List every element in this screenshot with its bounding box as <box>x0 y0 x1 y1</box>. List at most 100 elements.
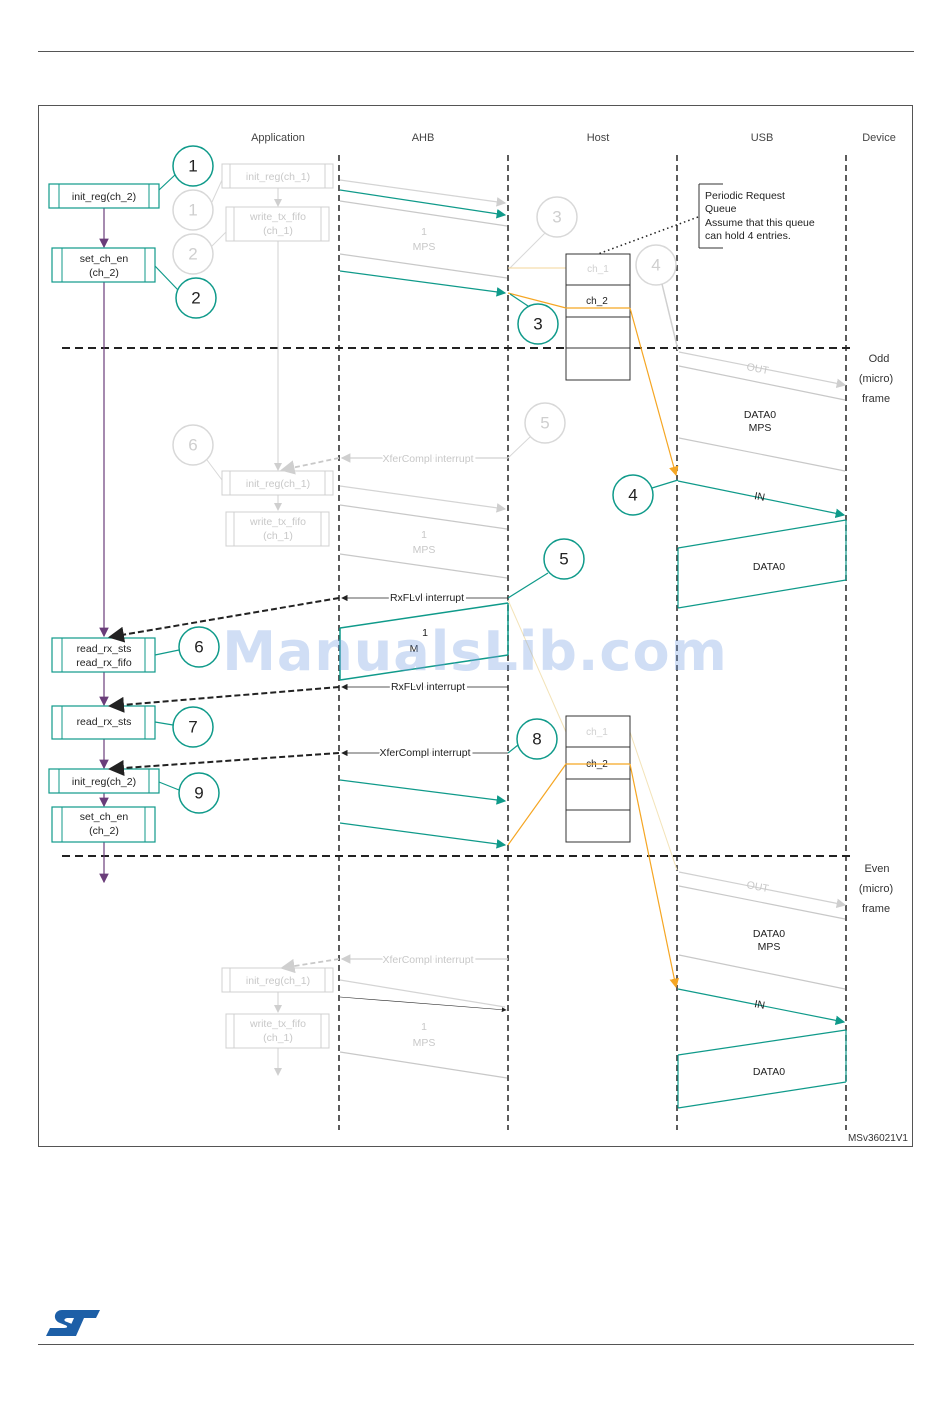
xfercompl-interrupt-label: XferCompl interrupt <box>379 747 470 759</box>
data0-in-odd-packet <box>677 519 847 609</box>
note-line-3: Assume that this queue <box>705 217 815 229</box>
ghost-mps-mid: MPS <box>413 544 436 556</box>
ghost-out-odd: OUT <box>746 361 771 377</box>
data0-in-even-packet <box>677 1029 847 1109</box>
app-box-read-rx-sts-2: read_rx_sts <box>77 716 132 728</box>
lane-label-device: Device <box>862 132 896 144</box>
ghost-step-5-circle <box>524 402 566 444</box>
step-2: 2 <box>154 265 217 319</box>
request-flow-odd <box>507 292 679 477</box>
data0-in-even-label: DATA0 <box>753 1066 785 1078</box>
app-box-set-ch-en-bottom-2: (ch_2) <box>89 825 119 837</box>
ghost-one-top: 1 <box>421 226 427 238</box>
periodic-queue-note: Periodic Request Queue Assume that this … <box>597 183 815 255</box>
ahb-init-reg-arrow-top <box>339 189 507 219</box>
step-3: 3 <box>509 293 559 345</box>
even-frame-word: frame <box>862 903 890 915</box>
rxflvl-to-app-dashed-1 <box>108 597 340 643</box>
bottom-rule <box>38 1344 914 1345</box>
ghost-step-3-circle <box>536 196 578 238</box>
diagram-frame <box>38 105 913 1147</box>
note-line-1: Periodic Request <box>705 190 785 202</box>
ghost-out-even: OUT <box>746 879 771 895</box>
app-box-read-rx-fifo: read_rx_fifo <box>76 657 132 669</box>
app-box-set-ch-en-top: set_ch_en (ch_2) <box>51 247 156 283</box>
step-7-circle <box>172 706 214 748</box>
step-6-num: 6 <box>194 638 203 657</box>
data0-even-out-label: DATA0 <box>753 928 785 940</box>
step-1-circle <box>172 145 214 187</box>
ghost-write-tx-fifo-mid-1: write_tx_fifo <box>249 516 306 528</box>
lane-label-usb: USB <box>751 132 774 144</box>
watermark: ManualsLib.com <box>222 620 728 683</box>
ghost-box-write-tx-fifo-mid <box>225 511 330 547</box>
step-5-circle <box>543 538 585 580</box>
app-box-read-rx-sts-1: read_rx_sts <box>77 643 132 655</box>
rxflvl-to-app-dashed-2 <box>108 686 340 713</box>
xfercompl-to-app-dashed <box>108 752 340 777</box>
step-8-num: 8 <box>532 730 541 749</box>
ghost-mps-bottom: MPS <box>413 1037 436 1049</box>
rxflvl-interrupt-label-2: RxFLvl interrupt <box>391 681 465 693</box>
step-5-num: 5 <box>559 550 568 569</box>
ahb-data-packet-one: 1 <box>422 627 428 639</box>
ghost-channel-1-flow: init_reg(ch_1) write_tx_fifo (ch_1) 1 2 … <box>172 163 847 1079</box>
app-box-read-rx-sts-fifo: read_rx_sts read_rx_fifo <box>51 637 156 673</box>
step-3-num: 3 <box>533 315 542 334</box>
ghost-one-mid: 1 <box>421 529 427 541</box>
step-9: 9 <box>158 772 220 814</box>
odd-micro-label: (micro) <box>859 373 893 385</box>
step-6: 6 <box>154 626 220 668</box>
ghost-write-tx-fifo-top-2: (ch_1) <box>263 225 293 237</box>
ghost-write-tx-fifo-bottom-1: write_tx_fifo <box>249 1018 306 1030</box>
figure-id: MSv36021V1 <box>848 1133 908 1144</box>
ghost-write-tx-fifo-bottom-2: (ch_1) <box>263 1032 293 1044</box>
ghost-step-3-num: 3 <box>552 208 561 227</box>
top-rule <box>38 51 914 52</box>
ghost-write-tx-fifo-top-1: write_tx_fifo <box>249 211 306 223</box>
queue-even-ch1: ch_1 <box>586 727 608 738</box>
even-micro-label: (micro) <box>859 883 893 895</box>
mps-odd-out-label: MPS <box>749 422 772 434</box>
ahb-init-reg-arrow-bottom <box>339 779 507 805</box>
ghost-write-tx-fifo-mid-2: (ch_1) <box>263 530 293 542</box>
step-1-num: 1 <box>188 157 197 176</box>
step-6-circle <box>178 626 220 668</box>
app-box-set-ch-en-bottom-1: set_ch_en <box>80 811 129 823</box>
data0-odd-out-label: DATA0 <box>744 409 776 421</box>
ghost-step-1-circle <box>172 189 214 231</box>
lane-label-host: Host <box>587 132 610 144</box>
ghost-init-reg-ch1-mid: init_reg(ch_1) <box>246 478 310 490</box>
ghost-step-5-num: 5 <box>540 414 549 433</box>
step-2-num: 2 <box>191 289 200 308</box>
in-token-even <box>677 988 846 1026</box>
in-token-odd <box>677 480 846 519</box>
ghost-step-4-circle <box>635 244 677 286</box>
app-box-set-ch-en-bottom: set_ch_en (ch_2) <box>51 806 156 843</box>
lane-label-application: Application <box>251 132 305 144</box>
odd-frame-label: Odd <box>869 353 890 365</box>
step-7: 7 <box>154 706 214 748</box>
step-7-num: 7 <box>188 718 197 737</box>
step-8: 8 <box>507 718 558 760</box>
ghost-step-1-num: 1 <box>188 201 197 220</box>
step-8-circle <box>516 718 558 760</box>
step-4-circle <box>612 474 654 516</box>
rxflvl-interrupt-label-1: RxFLvl interrupt <box>390 592 464 604</box>
app-box-init-reg-bottom-label: init_reg(ch_2) <box>72 776 136 788</box>
in-token-odd-label: IN <box>753 490 766 504</box>
periodic-request-queue-even: ch_1 ch_2 <box>565 715 631 843</box>
ghost-step-4-num: 4 <box>651 256 660 275</box>
ahb-set-ch-en-arrow-top <box>339 270 507 297</box>
ahb-set-ch-en-arrow-bottom <box>339 822 507 849</box>
app-box-init-reg-top-label: init_reg(ch_2) <box>72 191 136 203</box>
step-9-num: 9 <box>194 784 203 803</box>
ahb-data-packet-mps: M <box>410 643 419 655</box>
lane-label-ahb: AHB <box>412 132 435 144</box>
step-9-circle <box>178 772 220 814</box>
ghost-step-2-circle <box>172 233 214 275</box>
ghost-init-reg-ch1-top: init_reg(ch_1) <box>246 171 310 183</box>
step-1: 1 <box>158 145 214 191</box>
request-flow-even <box>507 763 680 989</box>
